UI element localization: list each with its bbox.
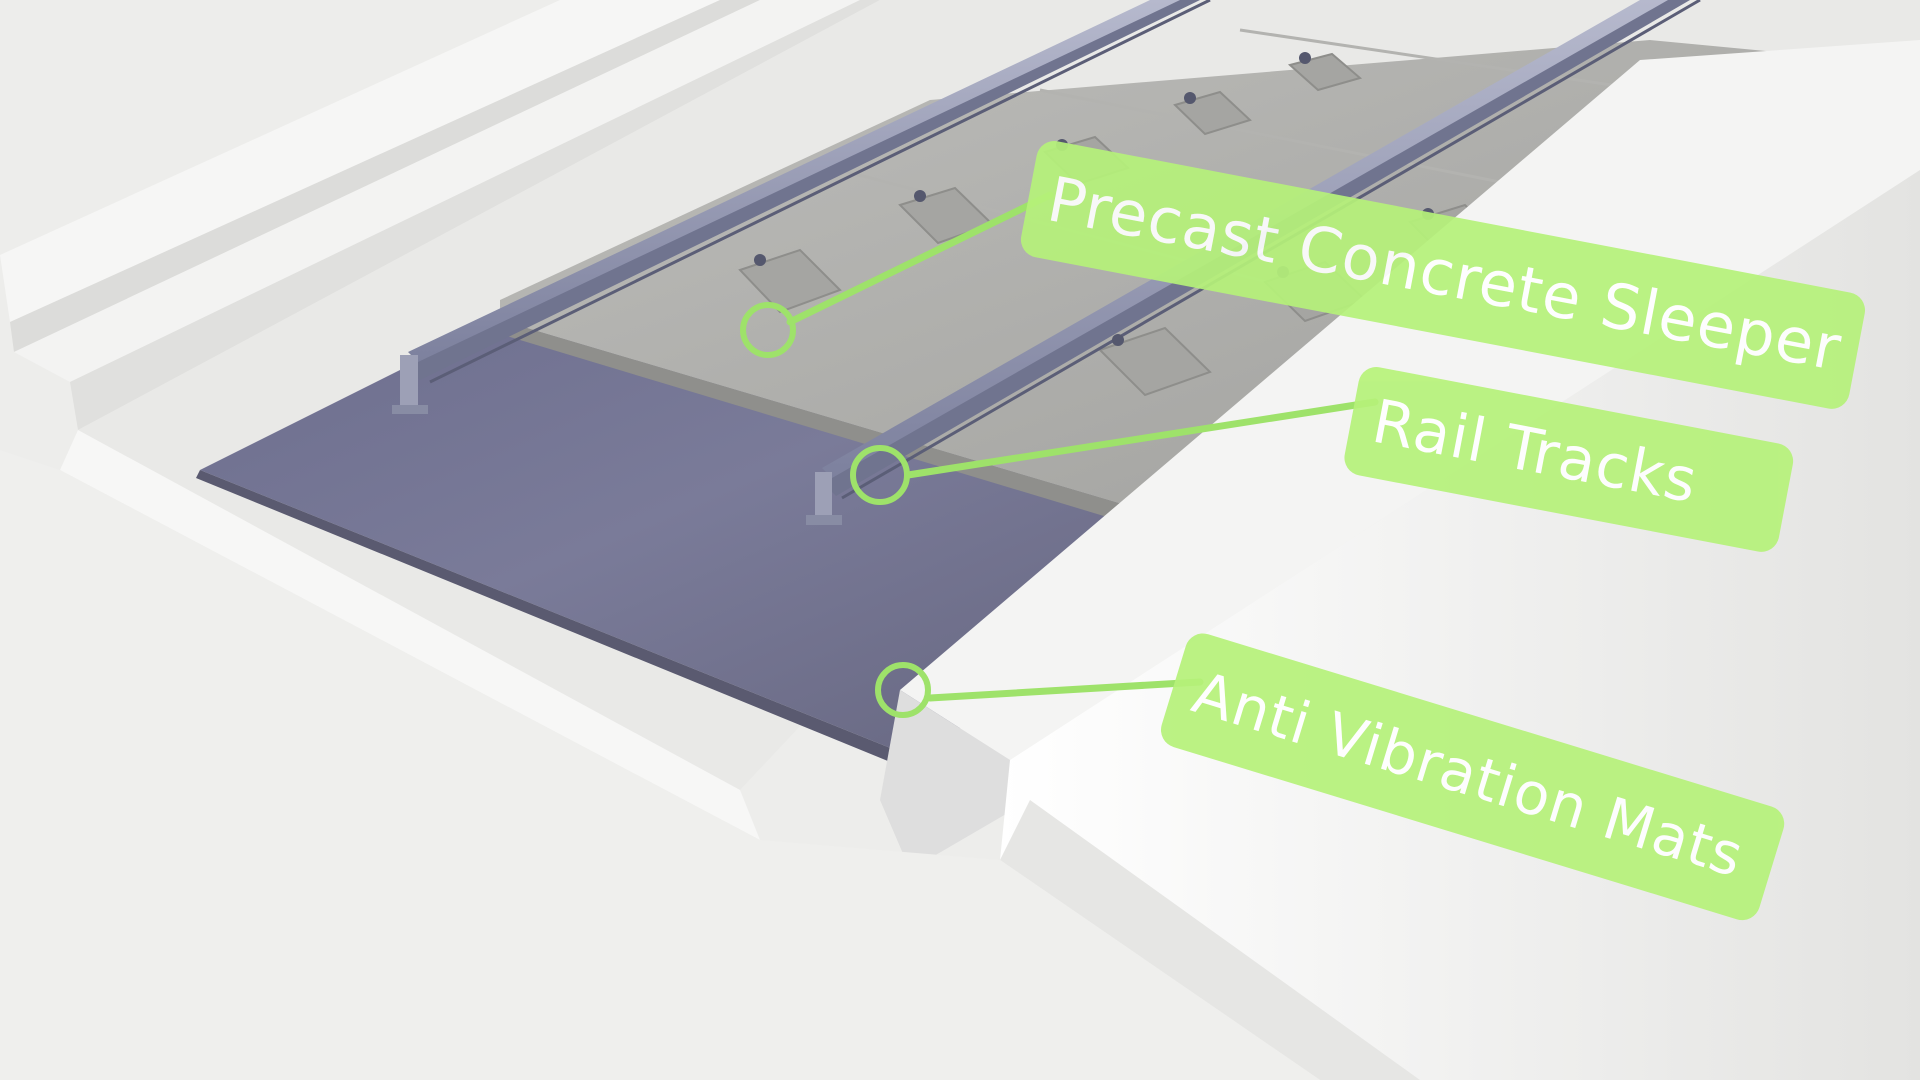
right-wall-face bbox=[880, 690, 1030, 870]
left-step-top bbox=[14, 0, 860, 382]
circle-marker-icon bbox=[875, 662, 931, 718]
circle-marker-icon bbox=[740, 302, 796, 358]
trench-lower-lip bbox=[60, 430, 760, 840]
leader-line-sleeper bbox=[786, 191, 1054, 326]
left-step-face bbox=[70, 0, 880, 430]
right-wall-outer-face bbox=[1000, 800, 1420, 1080]
precast-concrete-slab-side bbox=[500, 320, 1210, 548]
left-kerb-face bbox=[10, 0, 760, 352]
left-kerb-top bbox=[0, 0, 720, 322]
circle-marker-icon bbox=[850, 445, 910, 505]
leader-lines bbox=[786, 191, 1379, 702]
leader-line-mats bbox=[926, 678, 1204, 702]
leader-line-rail bbox=[904, 398, 1379, 479]
trench-foreground bbox=[0, 450, 1320, 1080]
callout-markers bbox=[740, 302, 931, 718]
anti-vibration-mat-edge bbox=[196, 470, 920, 770]
rail-left bbox=[392, 0, 1211, 414]
